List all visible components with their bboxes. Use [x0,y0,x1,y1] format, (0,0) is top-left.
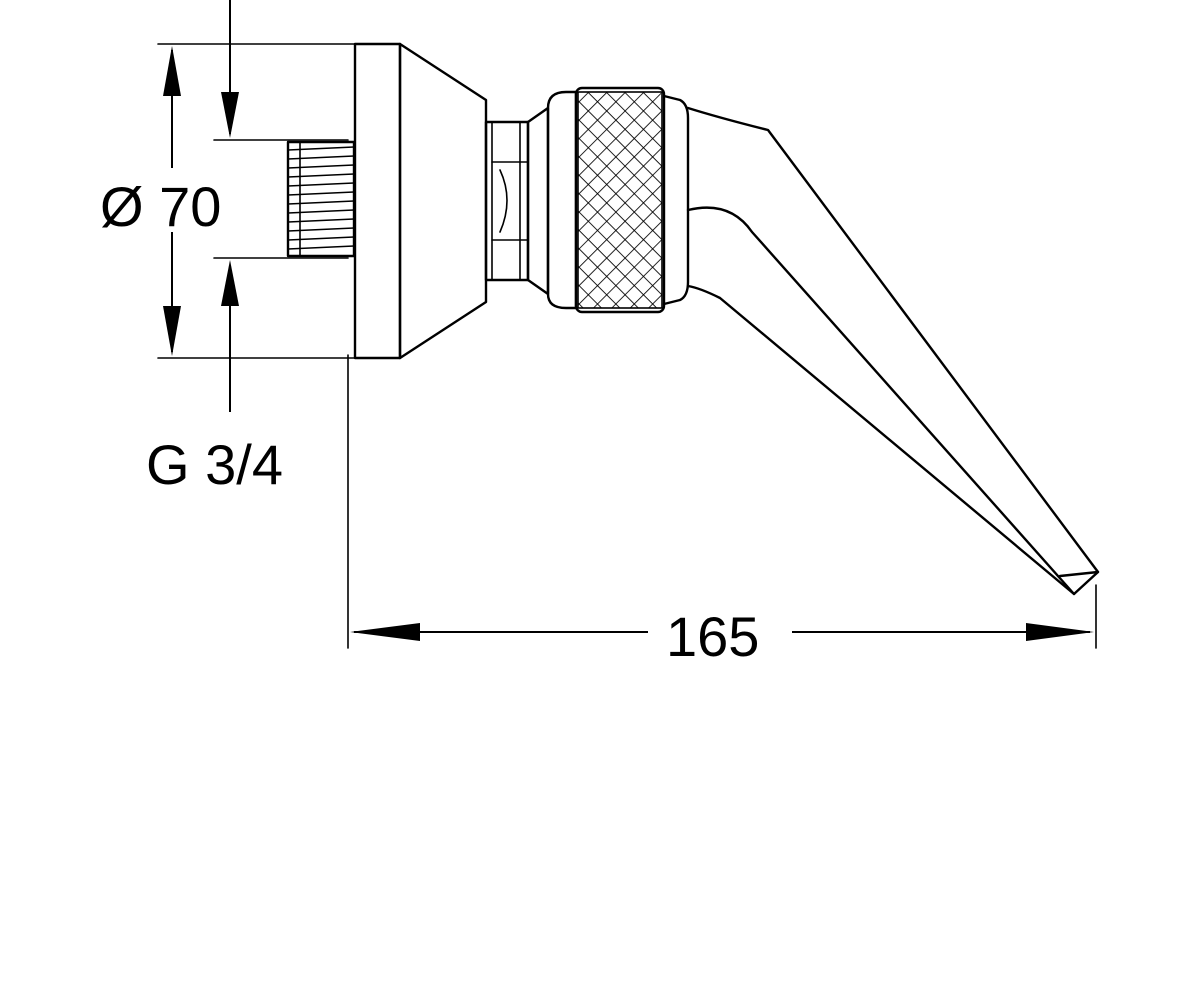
neck-nut [484,106,550,296]
length-label: 165 [666,605,759,668]
length-dimension [347,354,1097,649]
threaded-inlet [286,140,356,258]
diameter-dimension [157,43,356,359]
arrow-right-icon [1026,623,1094,641]
arrow-up-icon [221,260,239,306]
valve-drawing [286,42,1100,596]
arrow-down-icon [221,92,239,138]
thread-lines [287,146,355,250]
diameter-label: Ø 70 [100,175,221,238]
lever-handle [686,106,1100,596]
arrow-down-icon [163,306,181,356]
knurled-grip [546,86,690,314]
thread-dimension [213,0,349,412]
flange-cone [353,42,488,360]
knurl-pattern [578,92,662,308]
thread-label: G 3/4 [146,433,283,496]
arrow-left-icon [350,623,420,641]
arrow-up-icon [163,46,181,96]
